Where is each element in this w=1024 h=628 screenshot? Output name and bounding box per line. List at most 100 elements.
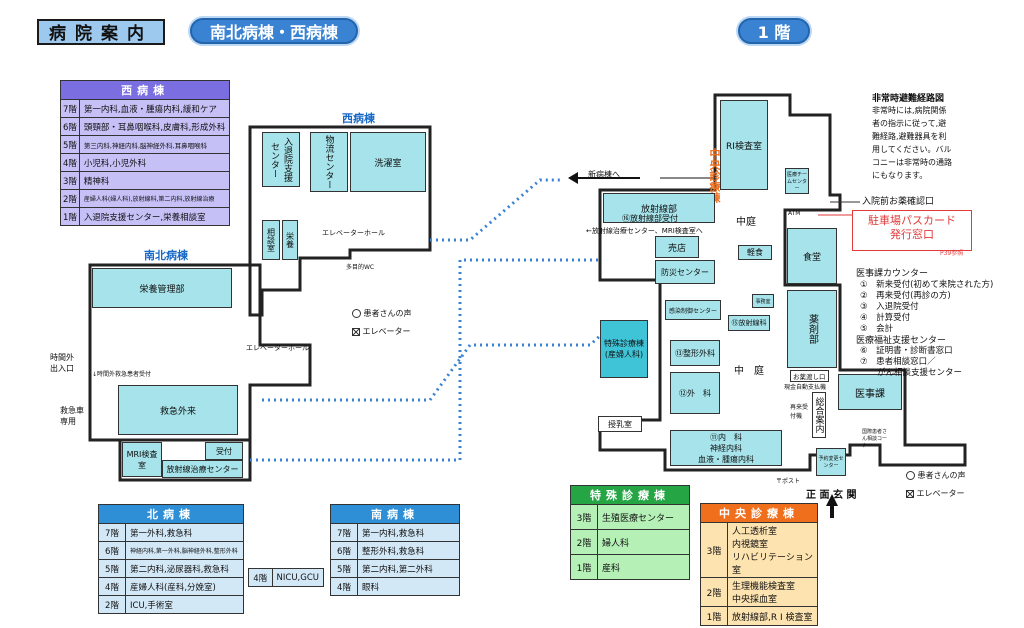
nutrition-room: 栄養 xyxy=(282,220,298,260)
support-center-room: 予約変更センター xyxy=(816,448,846,476)
radiation-dept-room: ⑮放射線科 xyxy=(728,315,770,331)
dept-cell: 婦人科 xyxy=(597,529,690,555)
voice-corner-label: 国際患者さん相談コーナー xyxy=(862,429,888,449)
ri-room: RI検査室 xyxy=(720,100,768,190)
laundry-room: 洗濯室 xyxy=(350,132,426,192)
elevator-hall-west-label: エレベーターホール xyxy=(322,229,385,237)
to-new-building-label: 新病棟へ xyxy=(588,170,620,179)
page-title: 病院案内 xyxy=(37,19,165,45)
central-building-label: 中央診療棟 xyxy=(708,148,721,203)
parking-notice-box: 駐車場パスカード 発行窓口 xyxy=(852,210,972,251)
south-north-building-label: 南北病棟 xyxy=(144,249,188,262)
nutrition-department-room: 栄養管理部 xyxy=(92,268,232,308)
pre-admission-label: 入院前お薬確認口 xyxy=(862,197,935,207)
voice-legend-text: 患者さんの声 xyxy=(917,471,966,480)
reentry-label: 再来受付機 xyxy=(790,404,809,420)
surgery-room: ⑫外 科 xyxy=(670,372,720,414)
consultation-room: 相談室 xyxy=(262,220,280,260)
cafe-room: 軽食 xyxy=(738,245,772,260)
reception-room: 受付 xyxy=(205,442,243,460)
to-mri-label: ←放射線治療センター、MRI検査室へ xyxy=(586,227,703,235)
dept-cell: 放射線部,R I 検査室 xyxy=(727,606,818,626)
shop-room: 売店 xyxy=(655,236,699,258)
emergency-outpatient-room: 救急外来 xyxy=(118,385,238,435)
counter-title: 医事課カウンター xyxy=(856,269,929,279)
multi-wc-label: 多目的WC xyxy=(346,264,375,271)
central-building-table: 中央診療棟 3階人工透析室 内視鏡室 リハビリテーション室 2階生理機能検査室 … xyxy=(700,503,818,626)
voice-box-icon xyxy=(352,309,361,318)
parking-ref-label: P39参照 xyxy=(940,250,964,257)
building-pill: 南北病棟・西病棟 xyxy=(190,18,358,44)
counter-item-1: ① 新来受付(初めて来院された方) xyxy=(860,280,994,290)
north-building-table: 北病棟 7階第一外科,救急科 6階神経内科,第一外科,脳神経外科,整形外科 5階… xyxy=(98,504,244,614)
counter-item-5: ⑤ 会計 xyxy=(860,324,894,334)
special-building-table: 特殊診療棟 3階生殖医療センター 2階婦人科 1階産科 xyxy=(570,485,690,580)
south-building-table: 南病棟 7階第一内科,救急科 6階整形外科,救急科 5階第二内科,第二外科 4階… xyxy=(330,504,460,596)
pharmacy-room: 薬剤部 xyxy=(787,290,837,368)
orthopedics-room: ⑬整形外科 xyxy=(670,340,720,366)
disaster-center-room: 防災センター xyxy=(655,260,715,284)
voice-legend-text: 患者さんの声 xyxy=(363,309,412,318)
courtyard-lower-label: 中 庭 xyxy=(734,366,764,377)
elevator-legend-right: エレベーター xyxy=(906,488,965,499)
dining-room: 食堂 xyxy=(787,228,837,284)
mri-room: MRI検査室 xyxy=(122,442,162,477)
floor-cell: 4階 xyxy=(248,568,273,587)
elevator-hall-south-label: エレベーターホール xyxy=(246,344,309,352)
voice-legend-left: 患者さんの声 xyxy=(352,308,412,319)
floor-pill: 1 階 xyxy=(738,18,810,44)
west-table-header: 西病棟 xyxy=(59,80,231,100)
north-table-header: 北病棟 xyxy=(98,504,244,524)
courtyard-upper-label: 中庭 xyxy=(736,217,756,228)
night-reception-label: ↓時間外救急患者受付 xyxy=(92,371,152,378)
counter-item-3: ③ 入退院受付 xyxy=(860,302,919,312)
radiology-room: 放射線部 xyxy=(603,193,715,223)
elevator-legend-text: エレベーター xyxy=(916,489,965,498)
floor-cell: 1階 xyxy=(570,554,598,580)
post-label: 〒ポスト xyxy=(776,478,801,485)
support-item-3: がん相談支援センター xyxy=(860,368,963,378)
counter-item-2: ② 再来受付(再診の方) xyxy=(860,291,951,301)
dept-cell: ICU,手術室 xyxy=(125,595,244,614)
evac-text: 非常時には,病院関係者の指示に従って,避難経路,避難器具を利用してください。バル… xyxy=(872,106,952,180)
medical-affairs-room: 医事課 xyxy=(838,374,902,410)
team-center-room: 医療チームセンター xyxy=(785,168,809,194)
dept-cell: 眼科 xyxy=(357,577,460,596)
night-entrance-label: 時間外出入口 xyxy=(50,353,74,373)
atm-label: ATM xyxy=(788,210,801,217)
central-table-header: 中央診療棟 xyxy=(700,503,818,523)
elevator-legend-left: エレベーター xyxy=(352,326,411,337)
radiation-center-room: 放射線治療センター xyxy=(162,460,243,478)
lactation-room: 授乳室 xyxy=(598,416,642,432)
elevator-icon xyxy=(352,327,360,336)
radiology-reception-label: ⑯放射線部受付 xyxy=(622,214,678,223)
elevator-legend-text: エレベーター xyxy=(362,327,411,336)
dept-cell: NICU,GCU xyxy=(271,568,325,587)
clerk-room: 事務室 xyxy=(752,294,774,308)
west-building-table: 西病棟 7階第一内科,血液・腫瘍内科,緩和ケア 6階頭頸部・耳鼻咽喉科,皮膚科,… xyxy=(59,80,231,226)
main-entrance-label: 正 面 玄 関 xyxy=(806,490,857,501)
elevator-icon xyxy=(906,489,914,498)
voice-box-icon xyxy=(906,471,915,480)
general-info-desk: 総合案内 xyxy=(812,392,826,438)
special-table-header: 特殊診療棟 xyxy=(570,485,690,505)
support-item-2: ⑦ 患者相談窓口／ xyxy=(860,357,936,367)
west-building-label: 西病棟 xyxy=(342,112,375,125)
south-table-header: 南病棟 xyxy=(330,504,460,524)
ambulance-label: 救急車専用 xyxy=(60,406,84,426)
counter-item-4: ④ 計算受付 xyxy=(860,313,911,323)
special-building-room: 特殊診療棟(産婦人科) xyxy=(600,320,648,378)
dept-cell: 入退院支援センター,栄養相談室 xyxy=(78,207,231,226)
infection-center-room: 感染制御センター xyxy=(665,300,721,320)
cashier-label: 現金自動支払機 xyxy=(784,384,827,391)
admission-center-room: 入退院支援センター xyxy=(262,132,300,187)
support-item-1: ⑥ 証明書・診断書窓口 xyxy=(860,346,953,356)
pharmacy-window-label: お薬渡し口 xyxy=(790,370,829,382)
internal-medicine-room: ⑪内 科 神経内科 血液・腫瘍内科 xyxy=(670,430,782,466)
floor-cell: 2階 xyxy=(700,577,728,607)
support-title: 医療福祉支援センター xyxy=(856,336,947,346)
logistics-center-room: 物流センター xyxy=(310,132,348,192)
dept-cell: 生殖医療センター xyxy=(597,504,690,530)
